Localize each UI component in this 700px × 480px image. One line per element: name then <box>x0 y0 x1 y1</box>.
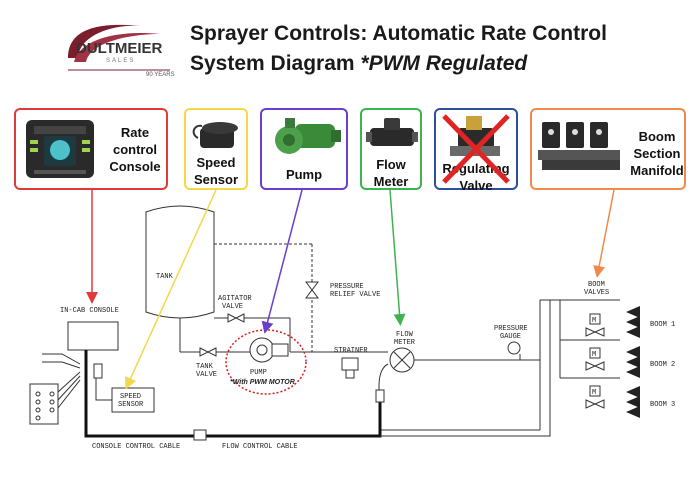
valve-m-1: M <box>592 317 596 325</box>
flow-meter-symbol: FLOW METER <box>389 331 416 373</box>
console-cable-label: CONSOLE CONTROL CABLE <box>92 443 180 451</box>
page-title-line1: Sprayer Controls: Automatic Rate Control <box>190 22 607 45</box>
console-label-3: Console <box>109 159 161 174</box>
flow-label-2: Meter <box>373 174 409 189</box>
console-label-2: control <box>112 142 158 157</box>
speed-sensor-icon <box>192 122 238 148</box>
speed-label-1: Speed <box>196 155 236 170</box>
logo-subtext: SALES <box>106 58 136 64</box>
title-part-b: *PWM Regulated <box>360 52 528 75</box>
tank: TANK <box>145 205 215 319</box>
logo-years: 90 YEARS <box>146 72 175 78</box>
cross-out-icon <box>442 114 510 184</box>
relief-label-2: RELIEF VALVE <box>330 291 380 299</box>
speed-sensor-diagram-label-2: SENSOR <box>118 401 144 409</box>
strainer-label: STRAINER <box>334 347 368 355</box>
pwm-motor-label: *With PWM MOTOR <box>230 379 295 386</box>
logo-swoosh-icon <box>68 24 170 71</box>
agitator-label-1: AGITATOR <box>218 295 252 303</box>
boom-label-3: Manifold <box>630 163 684 178</box>
tank-valve-label-1: TANK <box>196 363 214 371</box>
boom-manifold-icon <box>538 122 620 170</box>
logo-text: DULTMEIER <box>76 40 163 57</box>
pressure-gauge: PRESSURE GAUGE <box>494 325 528 355</box>
flow-meter-icon <box>366 118 418 146</box>
boom-nozzles <box>626 306 640 418</box>
boom-2-label: BOOM 2 <box>650 361 675 369</box>
flow-cable-label: FLOW CONTROL CABLE <box>222 443 298 451</box>
flow-meter-arrow <box>389 189 406 326</box>
valve-m-3: M <box>592 389 596 397</box>
reg-label-2: Valve <box>459 178 493 193</box>
strainer: STRAINER <box>334 347 368 379</box>
in-cab-console-label: IN-CAB CONSOLE <box>60 307 119 315</box>
regulating-valve-box: Regulating Valve <box>434 108 518 193</box>
tank-label: TANK <box>156 273 174 281</box>
flow-meter-label-2: METER <box>394 339 416 347</box>
control-cables <box>84 300 551 441</box>
agitator-label-2: VALVE <box>222 303 243 311</box>
pump-label: Pump <box>285 167 323 182</box>
speed-sensor-symbol: SPEED SENSOR <box>95 364 155 413</box>
agitator-valve: AGITATOR VALVE <box>218 295 252 323</box>
boom-manifold-arrow <box>593 189 615 278</box>
boom-manifold-box: Boom Section Manifold <box>530 108 686 190</box>
valve-m-2: M <box>592 351 596 359</box>
pressure-gauge-label-1: PRESSURE <box>494 325 528 333</box>
speed-label-2: Sensor <box>193 172 239 187</box>
tank-valve-label-2: VALVE <box>196 371 217 379</box>
tank-valve: TANK VALVE <box>196 347 217 379</box>
console-device-icon <box>26 120 94 178</box>
pump-icon <box>275 118 341 154</box>
boom-label-1: Boom <box>638 129 676 144</box>
flow-label-1: Flow <box>376 157 406 172</box>
speed-sensor-arrow <box>125 189 217 390</box>
boom-valves-label-2: VALVES <box>584 289 609 297</box>
pump-box: Pump <box>260 108 348 190</box>
pressure-relief-valve: PRESSURE RELIEF VALVE <box>305 281 380 299</box>
pump-diagram-label: PUMP <box>250 369 267 377</box>
pressure-gauge-label-2: GAUGE <box>500 333 521 341</box>
speed-sensor-box: Speed Sensor <box>184 108 248 190</box>
flow-meter-label-1: FLOW <box>396 331 414 339</box>
title-part-a: System Diagram <box>190 52 361 75</box>
boom-valves: BOOM VALVES M M M <box>584 281 609 409</box>
boom-valves-label-1: BOOM <box>588 281 605 289</box>
pump-arrow <box>261 189 303 334</box>
boom-1-label: BOOM 1 <box>650 321 675 329</box>
flow-meter-box: Flow Meter <box>360 108 422 190</box>
relief-label-1: PRESSURE <box>330 283 364 291</box>
pump-symbol: PUMP *With PWM MOTOR <box>225 329 307 395</box>
boom-3-label: BOOM 3 <box>650 401 675 409</box>
console-box: Rate control Console <box>14 108 168 190</box>
page-title-line2: System Diagram *PWM Regulated <box>190 52 527 76</box>
dultmeier-logo: DULTMEIER SALES 90 YEARS <box>60 18 178 80</box>
console-label-1: Rate <box>120 125 150 140</box>
speed-sensor-diagram-label-1: SPEED <box>120 393 141 401</box>
boom-label-2: Section <box>633 146 681 161</box>
in-cab-console: IN-CAB CONSOLE <box>29 307 119 425</box>
